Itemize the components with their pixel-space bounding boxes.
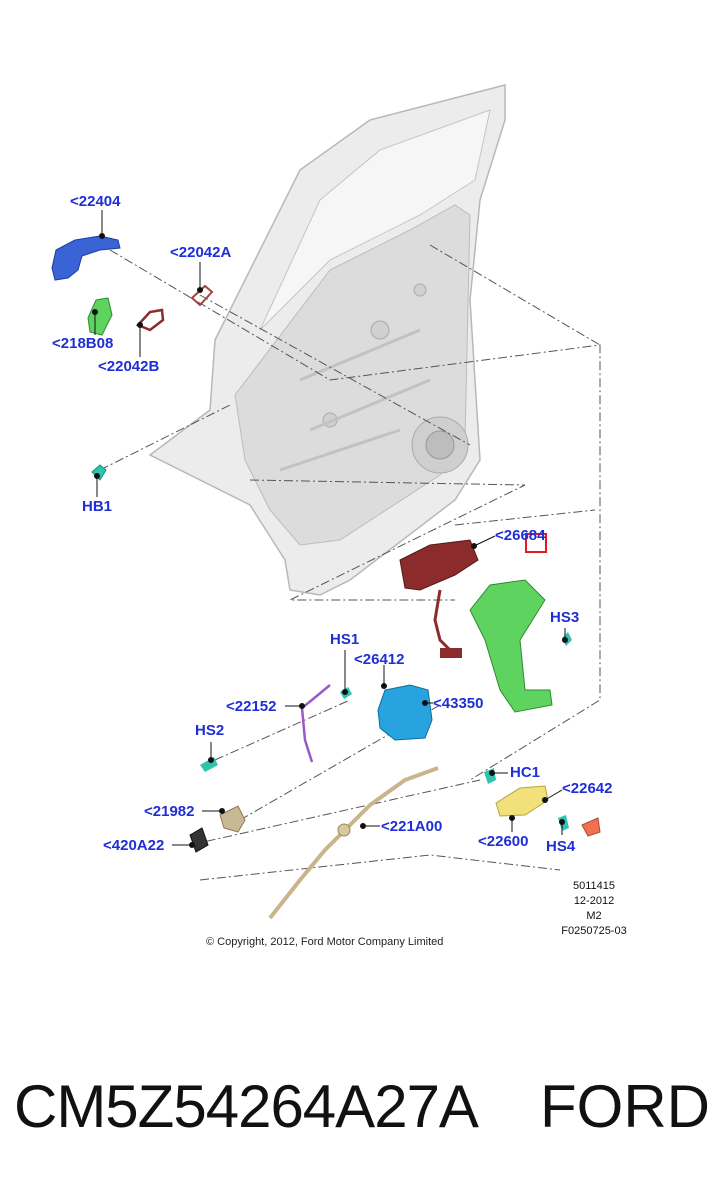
brand-name: FORD	[540, 1073, 708, 1140]
handle-cap-part	[87, 297, 113, 336]
callout-22042b: <22042B	[98, 358, 160, 375]
exploded-door-diagram	[51, 84, 601, 920]
callout-22600: <22600	[478, 833, 529, 850]
drawing-metadata: 5011415 12-2012 M2 F0250725-03	[556, 879, 632, 939]
clip-part	[189, 827, 209, 853]
callout-22642: <22642	[562, 780, 613, 797]
rear-gasket-part	[135, 308, 165, 332]
callout-22152: <22152	[226, 698, 277, 715]
inner-handle-part	[495, 785, 549, 817]
callout-218b08: <218B08	[52, 335, 114, 352]
callout-hb1: HB1	[82, 498, 113, 515]
callout-21982: <21982	[144, 803, 195, 820]
latch-bracket-part	[469, 579, 553, 713]
callout-hs2: HS2	[195, 722, 225, 739]
callout-hs1: HS1	[330, 631, 360, 648]
callout-hs4: HS4	[546, 838, 576, 855]
callout-26684: <26684	[495, 527, 546, 544]
callout-pointers	[92, 210, 568, 848]
rear-door-panel	[148, 84, 506, 596]
callout-22404: <22404	[70, 193, 121, 210]
door-latch-part	[377, 684, 433, 741]
wiring-harness-part	[399, 539, 479, 658]
drawing-date: 12-2012	[573, 895, 615, 907]
callout-22042a: <22042A	[170, 244, 232, 261]
release-cable-part	[268, 766, 439, 920]
drawing-revision: M2	[586, 910, 602, 922]
callout-43350: <43350	[433, 695, 484, 712]
highlight-box	[525, 533, 547, 553]
copyright-notice: © Copyright, 2012, Ford Motor Company Li…	[206, 936, 444, 948]
latch-rod-part	[300, 684, 331, 763]
outer-handle-part	[51, 235, 121, 281]
callout-420a22: <420A22	[103, 837, 165, 854]
handle-bezel-part	[581, 817, 601, 837]
drawing-number: 5011415	[572, 880, 615, 892]
part-number: CM5Z54264A27A	[14, 1073, 479, 1140]
callout-221a00: <221A00	[381, 818, 443, 835]
callout-hs3: HS3	[550, 609, 580, 626]
callout-hc1: HC1	[510, 764, 541, 781]
leader-lines	[99, 244, 601, 881]
drawing-reference: F0250725-03	[561, 925, 627, 937]
callout-26412: <26412	[354, 651, 405, 668]
cable-bracket-part	[219, 805, 246, 833]
